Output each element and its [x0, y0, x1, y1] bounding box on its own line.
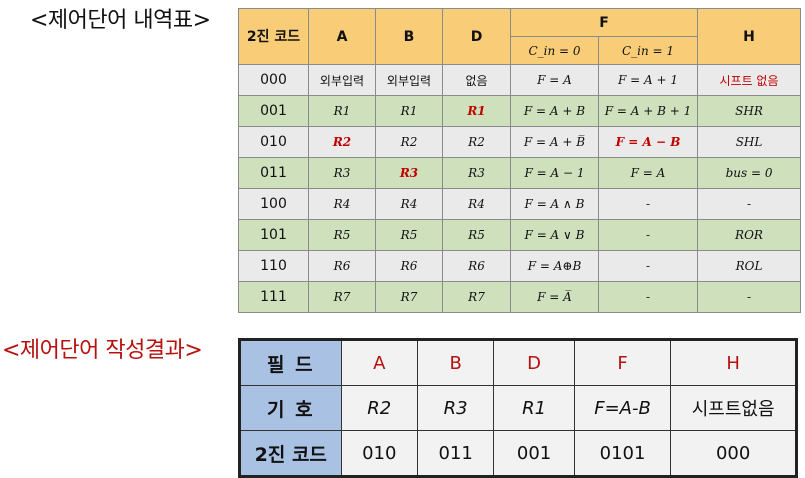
cell-f-cin1: - — [597, 188, 699, 220]
field-b: B — [416, 339, 495, 386]
cell-d: R4 — [442, 188, 511, 220]
cell-d: R3 — [442, 157, 511, 189]
cell-b: R2 — [375, 126, 443, 158]
table-row-code: 100 — [238, 188, 309, 220]
code-f: 0101 — [573, 430, 672, 477]
cell-d: 없음 — [442, 64, 511, 96]
table-row-code: 101 — [238, 219, 309, 251]
cell-b: R7 — [375, 281, 443, 313]
symbol-h: 시프트없음 — [670, 385, 797, 431]
cell-b: 외부입력 — [375, 64, 443, 96]
cell-f-cin0: F = A⊕B — [510, 250, 599, 282]
header-a: A — [308, 8, 376, 65]
cell-h: 시프트 없음 — [697, 64, 802, 96]
control-word-result-table: 필 드 A B D F H 기 호 R2 R3 R1 F=A-B 시프트없음 2… — [238, 338, 798, 478]
field-f: F — [573, 339, 672, 386]
cell-h: SHL — [697, 126, 802, 158]
header-f-cin0: C_in = 0 — [510, 36, 599, 65]
header-binary-code: 2진 코드 — [238, 8, 309, 65]
code-a: 010 — [340, 430, 418, 477]
control-word-list-table: 2진 코드 A B D F H C_in = 0 C_in = 1 000 외부… — [238, 8, 802, 313]
code-b: 011 — [416, 430, 495, 477]
cell-d: R6 — [442, 250, 511, 282]
code-d: 001 — [493, 430, 575, 477]
cell-a: R2 — [308, 126, 376, 158]
cell-f-cin0: F = A + B̅ — [510, 126, 599, 158]
field-h: H — [670, 339, 797, 386]
cell-a: R5 — [308, 219, 376, 251]
cell-d: R1 — [442, 95, 511, 127]
cell-a: R1 — [308, 95, 376, 127]
cell-f-cin1: F = A — [597, 157, 699, 189]
cell-h: bus = 0 — [697, 157, 802, 189]
field-d: D — [493, 339, 575, 386]
cell-f-cin0: F = A — [510, 64, 599, 96]
table-row-code: 111 — [238, 281, 309, 313]
cell-d: R2 — [442, 126, 511, 158]
symbol-a: R2 — [340, 385, 418, 431]
cell-h: - — [697, 281, 802, 313]
cell-f-cin0: F = A ∧ B — [510, 188, 599, 220]
field-a: A — [340, 339, 418, 386]
cell-a: R6 — [308, 250, 376, 282]
cell-a: R4 — [308, 188, 376, 220]
header-f-cin1: C_in = 1 — [597, 36, 699, 65]
cell-d: R5 — [442, 219, 511, 251]
cell-d: R7 — [442, 281, 511, 313]
cell-h: ROL — [697, 250, 802, 282]
cell-f-cin0: F = A − 1 — [510, 157, 599, 189]
cell-a: R3 — [308, 157, 376, 189]
row-label-binary-code: 2진 코드 — [239, 430, 342, 477]
cell-h: - — [697, 188, 802, 220]
cell-f-cin1: - — [597, 281, 699, 313]
header-f: F — [509, 8, 699, 37]
cell-a: R7 — [308, 281, 376, 313]
cell-b: R5 — [375, 219, 443, 251]
row-label-symbol: 기 호 — [239, 385, 342, 431]
cell-f-cin1: - — [597, 219, 699, 251]
header-h: H — [697, 8, 802, 65]
table-row-code: 011 — [238, 157, 309, 189]
cell-h: ROR — [697, 219, 802, 251]
cell-f-cin0: F = A + B — [510, 95, 599, 127]
cell-b: R6 — [375, 250, 443, 282]
cell-f-cin1: F = A + 1 — [597, 64, 699, 96]
row-label-field: 필 드 — [239, 339, 342, 386]
table-row-code: 110 — [238, 250, 309, 282]
cell-b: R3 — [375, 157, 443, 189]
header-b: B — [375, 8, 443, 65]
cell-f-cin0: F = A ∨ B — [510, 219, 599, 251]
table-row-code: 000 — [238, 64, 309, 96]
code-h: 000 — [670, 430, 797, 477]
symbol-f: F=A-B — [573, 385, 672, 431]
cell-h: SHR — [697, 95, 802, 127]
control-word-list-heading: <제어단어 내역표> — [30, 8, 211, 33]
cell-a: 외부입력 — [308, 64, 376, 96]
table-row-code: 001 — [238, 95, 309, 127]
cell-b: R4 — [375, 188, 443, 220]
control-word-result-heading: <제어단어 작성결과> — [2, 338, 203, 363]
cell-f-cin0: F = A̅ — [510, 281, 599, 313]
cell-f-cin1: F = A + B + 1 — [597, 95, 699, 127]
cell-f-cin1: - — [597, 250, 699, 282]
symbol-b: R3 — [416, 385, 495, 431]
symbol-d: R1 — [493, 385, 575, 431]
header-d: D — [442, 8, 511, 65]
cell-f-cin1: F = A − B — [597, 126, 699, 158]
table-row-code: 010 — [238, 126, 309, 158]
cell-b: R1 — [375, 95, 443, 127]
